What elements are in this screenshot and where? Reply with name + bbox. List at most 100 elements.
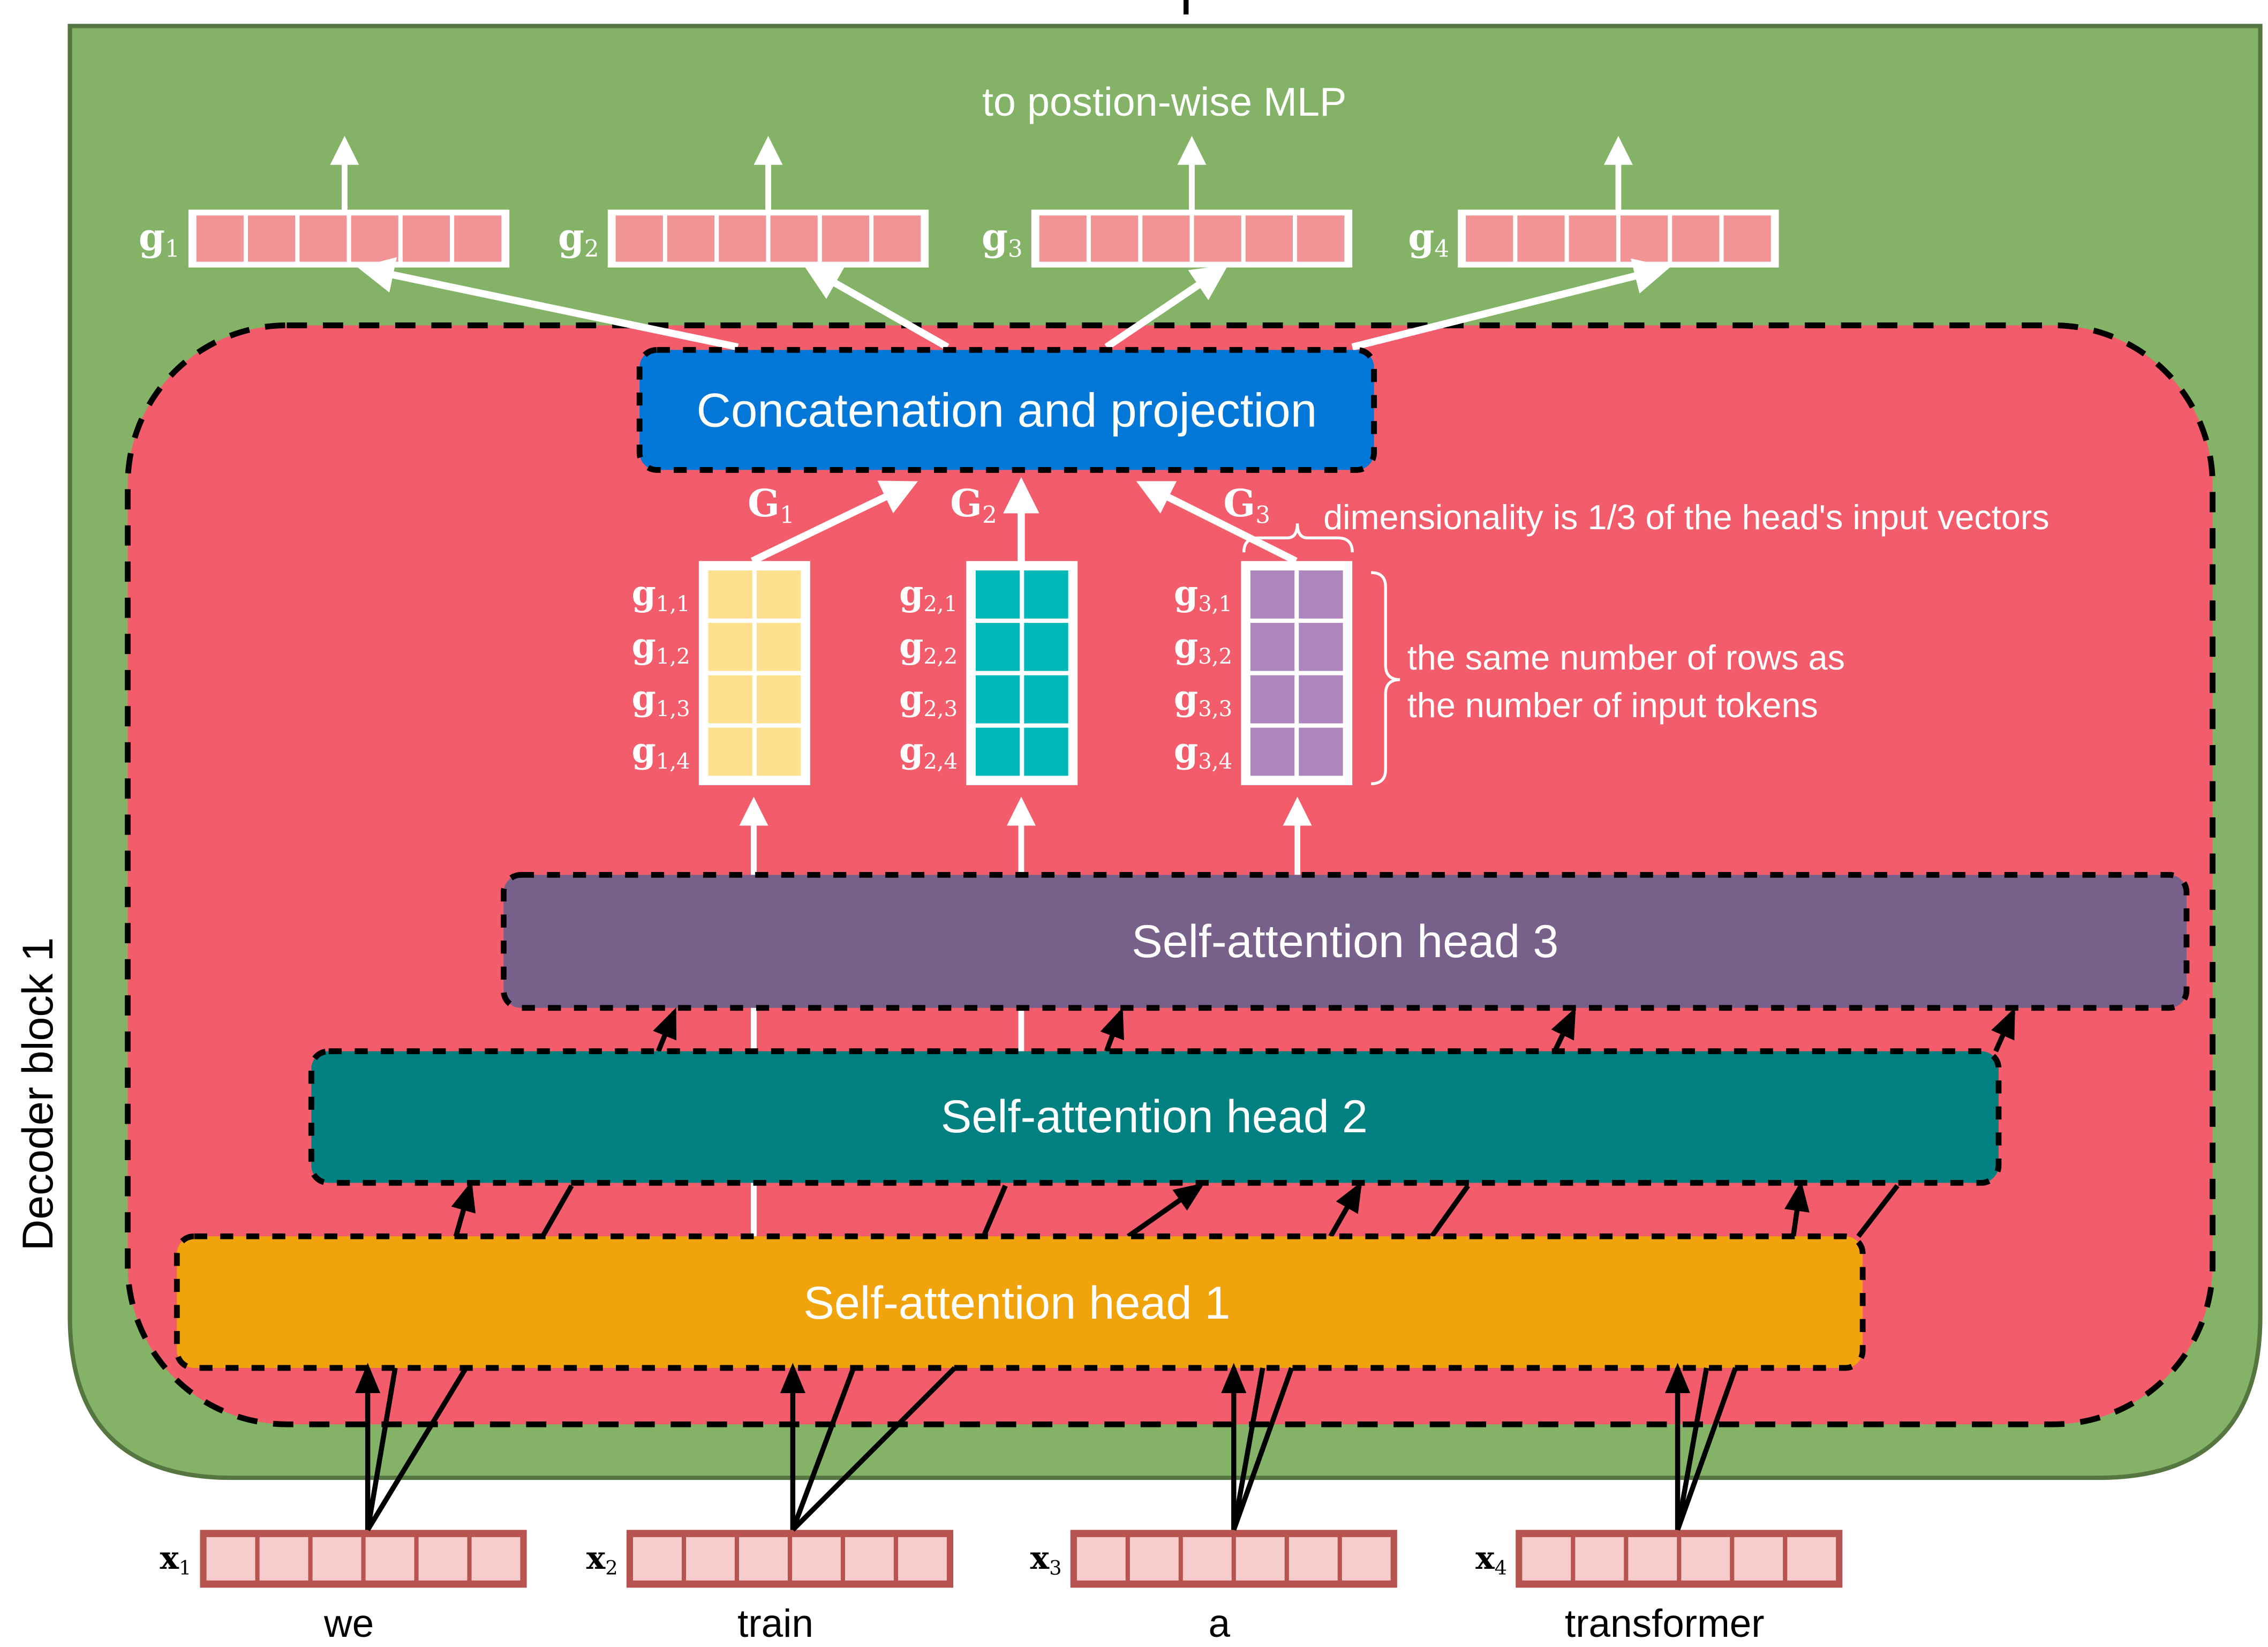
self-attention-head-2: Self-attention head 2 [308,1048,2002,1186]
matrix-cell [975,570,1020,619]
matrix-row-label-subscript: 3,4 [1198,749,1232,774]
vector-cell [845,1537,894,1581]
input-arrow [1231,1367,1265,1531]
matrix-cell [1299,727,1343,776]
vector-cell [259,1537,308,1581]
head-output-matrix-G1: g1,1g1,2g1,3g1,4G1 [632,481,810,785]
input-arrow [1675,1367,1738,1531]
matrix-label-G2: G2 [950,481,997,529]
matrix-row-label-symbol: g [632,573,656,614]
matrix-row-label: g2,2 [899,625,958,669]
matrix-cell [1024,622,1068,671]
matrix-label-G2-symbol: G [950,481,982,525]
output-vector-label-symbol: g [139,215,165,259]
matrix-row-label-symbol: g [899,678,923,718]
vector-cell [1734,1537,1783,1581]
matrix-row-label-symbol: g [1174,625,1198,666]
head-output-matrix-G3: g3,1g3,2g3,3g3,4G3 [1174,481,1353,785]
input-vector-label-symbol: x [1475,1539,1495,1577]
arrow [1100,1007,1124,1052]
matrix-row-label-subscript: 2,2 [923,644,958,669]
matrix-row-label: g2,4 [899,730,958,774]
vector-cell [351,215,398,262]
vector-cell [299,215,347,262]
vector-cell [1142,215,1190,262]
vector-cell [719,215,766,262]
matrix-row-label-symbol: g [632,678,656,718]
matrix-row-label: g2,1 [899,573,958,617]
matrix-cell [708,570,752,619]
matrix-row-label-subscript: 2,4 [923,749,958,774]
output-vector-label: g1 [139,215,180,263]
vector-cell [1182,1537,1232,1581]
matrix-cell [1024,675,1068,724]
output-vector-label-symbol: g [1408,215,1434,259]
input-token-word: transformer [1565,1602,1765,1645]
output-vector-label-subscript: 3 [1008,236,1023,263]
input-to-heads-arrows [355,1363,1738,1532]
output-vector-label: g3 [982,215,1023,263]
output-vector-g3: g3 [982,136,1353,268]
vector-cell [1289,1537,1338,1581]
vector-cell [873,215,921,262]
output-vector-label-symbol: g [558,215,584,259]
vector-cell [402,215,450,262]
matrix-cell [1250,622,1295,671]
arrow [451,1180,476,1237]
input-vector-label-symbol: x [586,1539,606,1577]
vector-cell [1620,215,1668,262]
matrix-cell [756,622,801,671]
vector-cell [312,1537,361,1581]
matrix-row-label: g1,3 [632,678,690,721]
input-vector-label-symbol: x [160,1539,179,1577]
matrix-row-label-subscript: 1,4 [656,749,690,774]
arrow [1429,1184,1470,1238]
rows-annotation-line1: the same number of rows as [1407,638,1845,677]
arrow-G1 [750,480,918,565]
arrow-to-g1 [358,257,739,351]
head-3-label: Self-attention head 3 [1132,916,1558,967]
decoder-block-label: Decoder block 1 [14,937,62,1251]
matrix-label-G1: G1 [748,481,795,529]
arrow-to-g3 [1104,265,1229,350]
matrix-label-G2-subscript: 2 [982,502,997,529]
vector-cell [248,215,296,262]
vector-cell [1628,1537,1677,1581]
output-vector-label-subscript: 1 [165,236,180,263]
vector-cell [1297,215,1345,262]
dimensionality-brace [1242,523,1354,553]
matrix-cell [975,622,1020,671]
matrix-cell [708,727,752,776]
arrow [1328,1181,1362,1238]
input-vector-label: x1 [160,1539,191,1580]
vector-cell [1076,1537,1126,1581]
matrix-row-label-symbol: g [1174,573,1198,614]
matrix-row-label: g1,1 [632,573,690,617]
matrix-cell [1250,727,1295,776]
matrix-label-G1-subscript: 1 [780,502,795,529]
vector-cell [1245,215,1293,262]
matrix-cell [1299,622,1343,671]
input-arrow [791,1366,957,1532]
vector-cell [633,1537,682,1581]
vector-cell [1787,1537,1836,1581]
output-vector-label-symbol: g [982,215,1008,259]
input-token-word: a [1209,1602,1231,1645]
matrix-cell [1024,727,1068,776]
matrix-row-label-subscript: 3,1 [1198,592,1232,616]
arrow [981,1184,1008,1238]
matrix-row-label: g2,3 [899,678,958,721]
self-attention-head-3: Self-attention head 3 [501,871,2190,1011]
vector-cell [1522,1537,1571,1581]
matrix-cell [708,675,752,724]
output-vector-g4: g4 [1408,136,1779,268]
matrix-row-label-symbol: g [632,730,656,771]
matrix-label-G3: G3 [1223,481,1270,529]
vector-cell [615,215,663,262]
input-vector-label: x4 [1475,1539,1507,1580]
matrix-label-G1-symbol: G [748,481,780,525]
head2-to-head3-arrows [653,1007,2016,1052]
vector-cell [1466,215,1513,262]
vector-cell [770,215,818,262]
